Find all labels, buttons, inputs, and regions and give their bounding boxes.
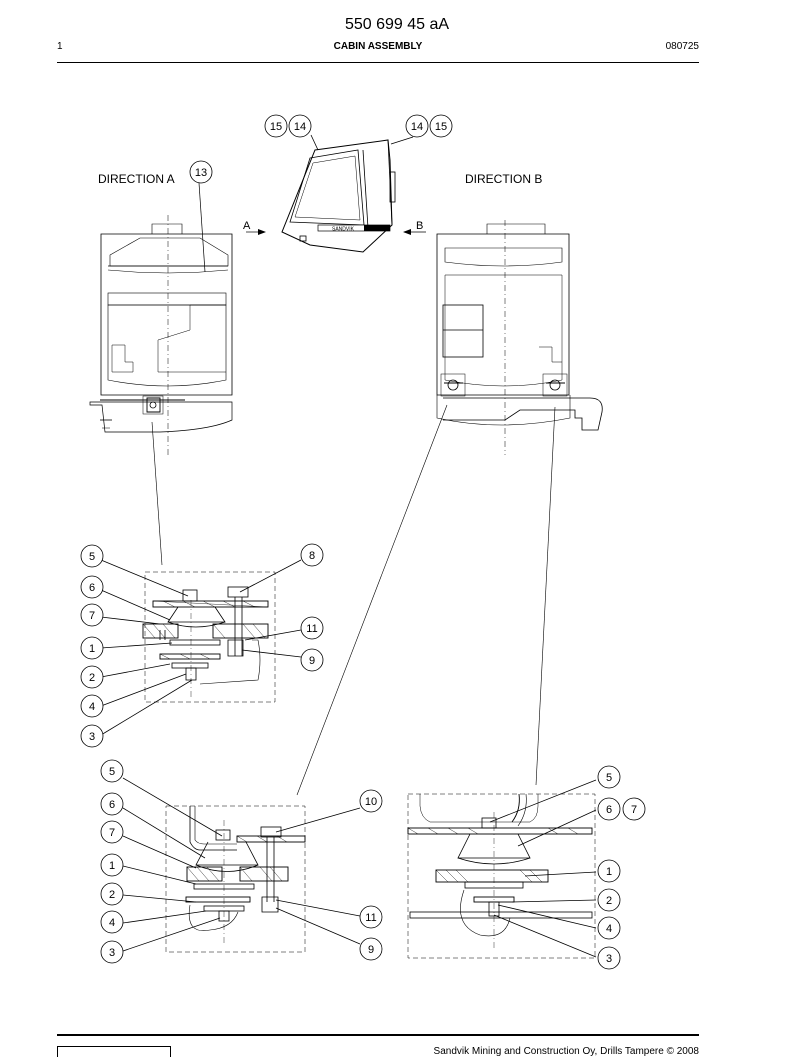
callout-d1-6: 6 [80,575,104,599]
callout-d2-5: 5 [100,759,124,783]
callout-d3-5: 5 [597,765,621,789]
direction-b-label: DIRECTION B [465,172,542,186]
callout-d2-4: 4 [100,910,124,934]
arrow-a-icon [258,229,266,235]
callout-d3-2: 2 [597,888,621,912]
callout-d1-1: 1 [80,636,104,660]
svg-text:3: 3 [109,947,115,959]
footer-copyright: Sandvik Mining and Construction Oy, Dril… [433,1046,699,1057]
callout-d2-3: 3 [100,940,124,964]
svg-text:6: 6 [109,799,115,811]
date-code: 080725 [665,41,699,52]
callout-d1-2: 2 [80,665,104,689]
svg-text:4: 4 [89,701,95,713]
svg-text:15: 15 [435,121,447,133]
svg-text:5: 5 [606,772,612,784]
callout-d1-3: 3 [80,724,104,748]
callout-d1-7: 7 [80,603,104,627]
svg-text:1: 1 [109,860,115,872]
footer-rule [57,1034,699,1036]
callout-d2-7: 7 [100,820,124,844]
callout-15-top-right: 15 [429,114,453,138]
svg-text:2: 2 [606,895,612,907]
brand-strip-text: SANDVIK [332,227,355,233]
callout-13: 13 [189,160,213,184]
arrow-a-label: A [243,220,251,232]
company-logo [57,1046,171,1057]
callout-d1-9: 9 [300,648,324,672]
svg-text:11: 11 [365,912,376,924]
callout-markers: 15 14 14 15 13 5 6 7 1 2 4 3 8 11 9 5 6 … [80,114,646,970]
svg-text:11: 11 [306,623,317,635]
section-title: CABIN ASSEMBLY [333,41,423,52]
callout-d2-6: 6 [100,792,124,816]
header-rule [57,62,699,63]
callout-d1-4: 4 [80,694,104,718]
direction-a-view: DIRECTION A [89,172,233,566]
svg-text:9: 9 [309,655,315,667]
callout-14-top-left: 14 [288,114,312,138]
svg-text:5: 5 [89,551,95,563]
callout-d3-1: 1 [597,859,621,883]
callout-d2-2: 2 [100,882,124,906]
direction-b-view: DIRECTION B [296,172,603,796]
svg-text:14: 14 [411,121,423,133]
document-number: 550 699 45 aA [344,16,450,33]
svg-text:4: 4 [109,917,115,929]
detail-1-mount [100,559,302,736]
svg-text:2: 2 [89,672,95,684]
detail-3-mount [407,779,597,959]
svg-text:14: 14 [294,121,306,133]
cabin-isometric-view: SANDVIK A B [243,134,426,253]
callout-14-top-right: 14 [405,114,429,138]
svg-text:13: 13 [195,167,207,179]
callout-d3-3: 3 [597,946,621,970]
svg-text:10: 10 [365,796,377,808]
svg-text:9: 9 [368,944,374,956]
callout-d3-7: 7 [622,797,646,821]
detail-2-mount [122,777,361,953]
svg-text:2: 2 [109,889,115,901]
svg-text:4: 4 [606,923,612,935]
callout-d2-9: 9 [359,937,383,961]
callout-d2-10: 10 [359,789,383,813]
arrow-b-icon [403,229,411,235]
svg-text:7: 7 [109,827,115,839]
callout-d1-11: 11 [300,616,324,640]
callout-15-top-left: 15 [264,114,288,138]
svg-text:6: 6 [606,804,612,816]
svg-text:1: 1 [606,866,612,878]
callout-d3-6: 6 [597,797,621,821]
svg-text:8: 8 [309,550,315,562]
svg-text:7: 7 [89,610,95,622]
svg-text:7: 7 [631,804,637,816]
header-row: 1 CABIN ASSEMBLY 080725 [57,41,699,55]
svg-text:3: 3 [606,953,612,965]
page-number: 1 [57,41,63,52]
arrow-b-label: B [416,220,423,232]
svg-text:5: 5 [109,766,115,778]
callout-d3-4: 4 [597,916,621,940]
direction-a-label: DIRECTION A [98,172,175,186]
svg-text:15: 15 [270,121,282,133]
callout-d1-8: 8 [300,543,324,567]
svg-text:3: 3 [89,731,95,743]
callout-d1-5: 5 [80,544,104,568]
callout-d2-1: 1 [100,853,124,877]
svg-text:1: 1 [89,643,95,655]
svg-text:6: 6 [89,582,95,594]
callout-d2-11: 11 [359,905,383,929]
